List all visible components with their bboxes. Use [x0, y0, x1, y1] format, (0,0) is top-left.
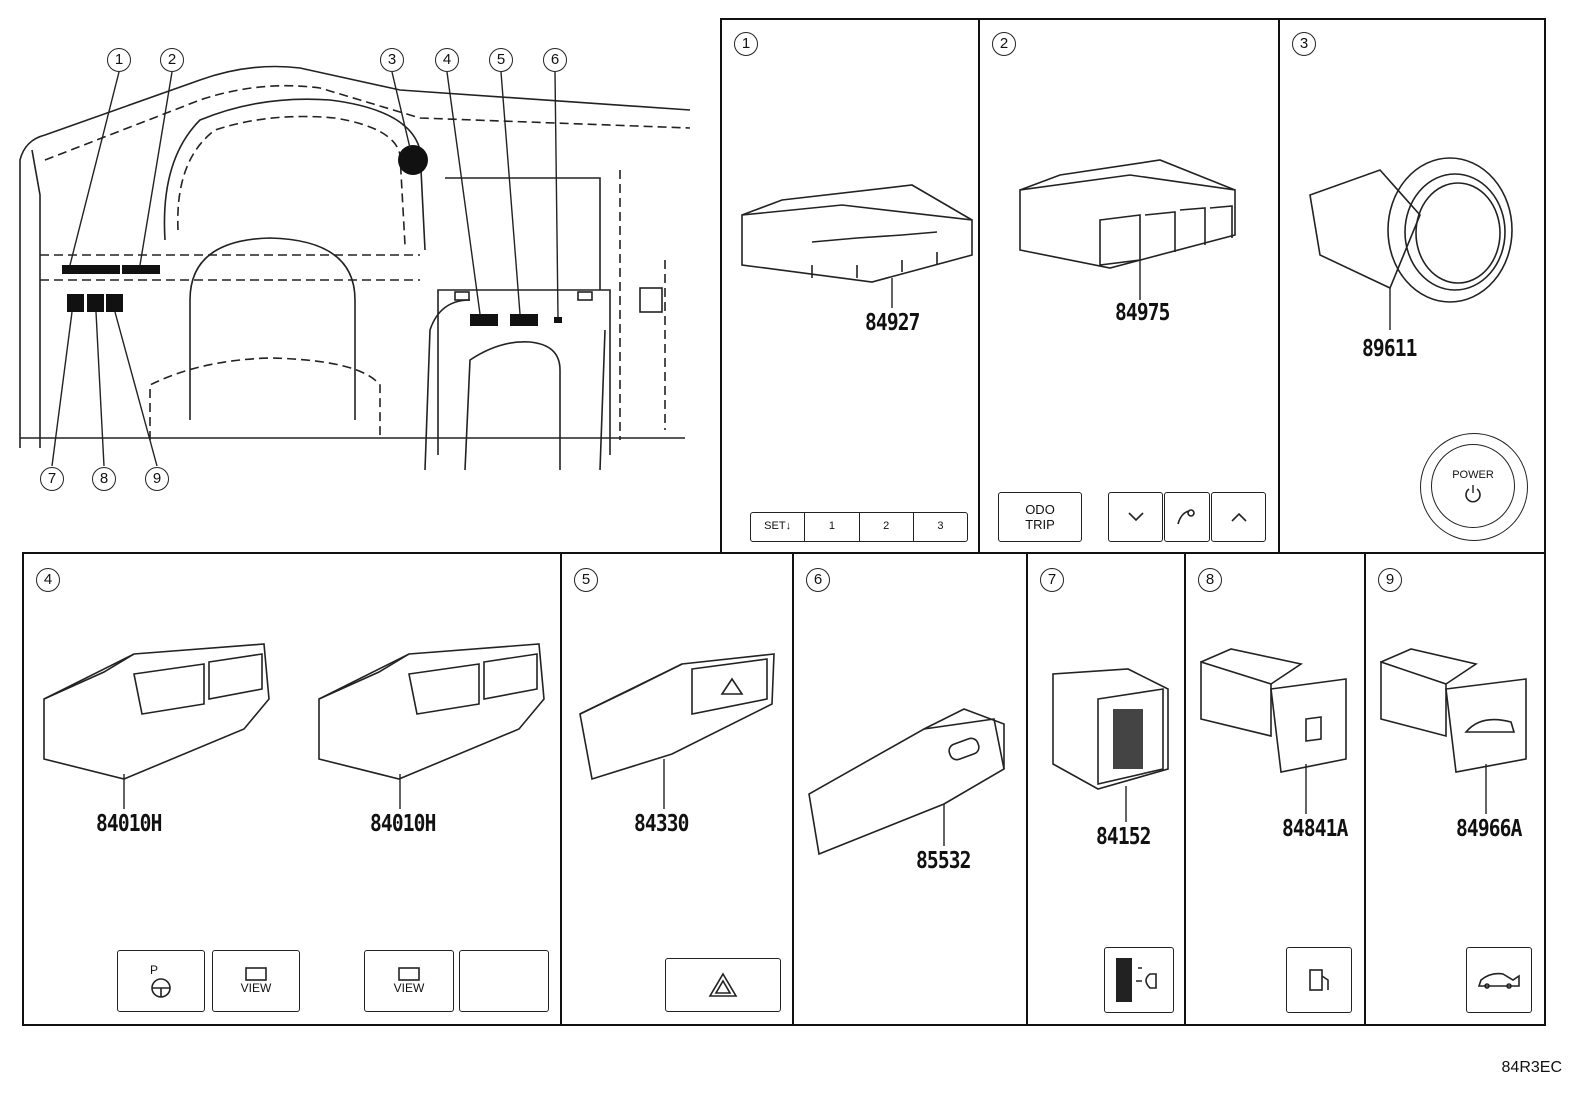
panel-number: 4	[36, 568, 60, 592]
callout-7: 7	[40, 467, 64, 491]
part-number: 89611	[1362, 336, 1417, 362]
callout-5: 5	[489, 48, 513, 72]
trip-label: TRIP	[1025, 517, 1055, 532]
power-button-icon: POWER	[1420, 433, 1528, 541]
panel-number: 3	[1292, 32, 1316, 56]
headlight-leveling-drawing	[1052, 668, 1169, 822]
blank-switch-icon	[459, 950, 549, 1012]
callout-1: 1	[107, 48, 131, 72]
panel-4: 4 84010H 84010H P VIEW VIEW	[22, 552, 562, 1026]
memory-switch-drawing	[741, 184, 973, 308]
callout-6: 6	[543, 48, 567, 72]
panel-number: 5	[574, 568, 598, 592]
back-door-icon	[1466, 947, 1532, 1013]
view-label-a: VIEW	[240, 981, 272, 995]
callout-3: 3	[380, 48, 404, 72]
chevron-down-icon	[1108, 492, 1163, 542]
panel-number: 2	[992, 32, 1016, 56]
part-number: 84330	[634, 811, 689, 837]
panel-number: 9	[1378, 568, 1402, 592]
part-number-a: 84010H	[96, 811, 162, 837]
panel-5: 5 84330	[560, 552, 794, 1026]
panel-number: 7	[1040, 568, 1064, 592]
part-number: 84927	[865, 310, 920, 336]
panel-9: 9 84966A	[1364, 552, 1546, 1026]
dashboard-drawing	[19, 65, 691, 471]
part-number: 84841A	[1282, 816, 1348, 842]
panel-8: 8 84841A	[1184, 552, 1366, 1026]
dashboard-overview: 1 2 3 4 5 6 7 8 9	[0, 0, 720, 550]
usb-socket-drawing	[808, 708, 1005, 856]
panel-2: 2 84975 ODO TRIP	[978, 18, 1280, 554]
part-number-b: 84010H	[370, 811, 436, 837]
chevron-up-icon	[1211, 492, 1266, 542]
fuel-door-icon	[1286, 947, 1352, 1013]
back-door-switch-drawing	[1380, 648, 1527, 814]
panel-number: 6	[806, 568, 830, 592]
headlight-leveling-icon	[1104, 947, 1174, 1013]
callout-9: 9	[145, 467, 169, 491]
camera-switch-a-drawing	[43, 643, 545, 809]
odo-label: ODO	[1025, 502, 1055, 517]
panel-7: 7 84152	[1026, 552, 1186, 1026]
camera-view-icon-b: VIEW	[364, 950, 454, 1012]
odo-trip-button-icon: ODO TRIP	[998, 492, 1082, 542]
view-label-b: VIEW	[393, 981, 425, 995]
part-number: 84152	[1096, 824, 1151, 850]
panel-1: 1 84927 SET↓ 1 2 3	[720, 18, 980, 554]
p-label: P	[149, 963, 158, 977]
callout-4: 4	[435, 48, 459, 72]
part-number: 84975	[1115, 300, 1170, 326]
power-label: POWER	[1452, 469, 1494, 481]
hazard-switch-drawing	[579, 653, 775, 809]
camera-view-icon-a: VIEW	[212, 950, 300, 1012]
callout-2: 2	[160, 48, 184, 72]
fuel-lid-switch-drawing	[1200, 648, 1347, 814]
button-row: SET↓ 1 2 3	[750, 512, 968, 542]
memory-3-button-icon: 3	[937, 520, 944, 532]
callout-8: 8	[92, 467, 116, 491]
panel-6: 6 85532	[792, 552, 1028, 1026]
parking-steering-icon: P	[117, 950, 205, 1012]
power-switch-drawing	[1309, 157, 1513, 330]
panel-number: 8	[1198, 568, 1222, 592]
panel-number: 1	[734, 32, 758, 56]
part-number: 84966A	[1456, 816, 1522, 842]
diagram-code: 84R3EC	[1501, 1059, 1562, 1076]
memory-2-button-icon: 2	[860, 513, 914, 541]
dimmer-icon	[1164, 492, 1210, 542]
hazard-icon	[665, 958, 781, 1012]
set-button-icon: SET↓	[751, 513, 806, 541]
odo-trip-switch-drawing	[1019, 159, 1236, 300]
part-number: 85532	[916, 848, 971, 874]
panel-3: 3 89611 POWER	[1278, 18, 1546, 554]
memory-1-button-icon: 1	[805, 513, 860, 541]
